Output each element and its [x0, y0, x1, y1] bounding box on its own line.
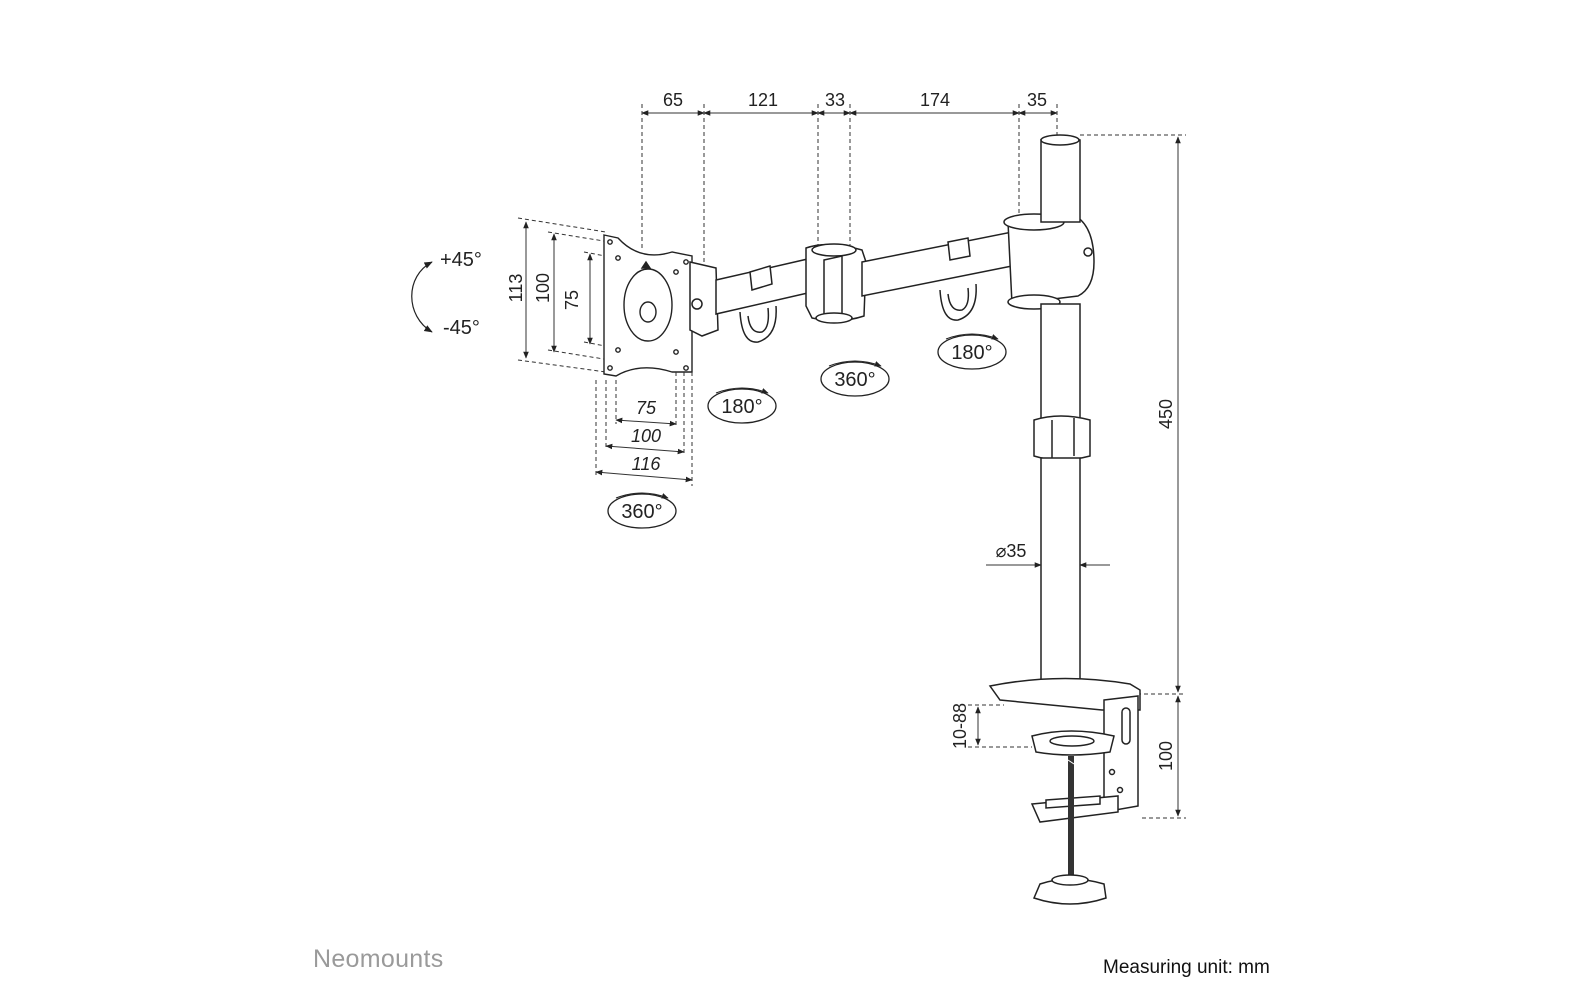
dim-10-88: 10-88: [950, 703, 970, 749]
rotation-badge-plate: 360°: [607, 492, 677, 529]
dim-121: 121: [748, 90, 778, 110]
dim-75-bottom: 75: [636, 398, 657, 418]
dim-75-side: 75: [562, 290, 582, 310]
svg-text:360°: 360°: [621, 501, 662, 523]
rotation-badge-joint-2: 360°: [820, 360, 890, 397]
tilt-arrow-icon: [411, 261, 433, 333]
svg-text:180°: 180°: [721, 396, 762, 418]
top-dimension-lines: [641, 104, 1058, 270]
dim-33: 33: [825, 90, 845, 110]
svg-text:180°: 180°: [951, 342, 992, 364]
clamp-dimension-lines: [968, 695, 1186, 819]
desk-clamp: [988, 677, 1141, 905]
tilt-down-label: -45°: [443, 317, 480, 339]
brand-logo: Neomounts: [313, 945, 444, 973]
tilt-up-label: +45°: [440, 249, 482, 271]
dim-100-bottom: 100: [631, 426, 661, 446]
arm-segments: [689, 213, 1095, 343]
dim-65: 65: [663, 90, 683, 110]
dim-174: 174: [920, 90, 950, 110]
dim-100-side: 100: [533, 273, 553, 303]
vesa-plate: [603, 234, 693, 377]
rotation-badge-joint-1: 180°: [707, 387, 777, 424]
pole-height-dimension: [1080, 134, 1186, 695]
measuring-unit-note: Measuring unit: mm: [1103, 957, 1270, 978]
vesa-side-dimension-lines: [517, 217, 617, 373]
dim-100-clamp: 100: [1156, 741, 1176, 771]
dim-113: 113: [506, 274, 526, 303]
dim-35: 35: [1027, 90, 1047, 110]
vesa-bottom-dimension-lines: [595, 372, 693, 486]
dim-450: 450: [1156, 399, 1176, 429]
rotation-badge-joint-3: 180°: [937, 333, 1007, 370]
pole: [1033, 134, 1091, 685]
svg-text:360°: 360°: [834, 369, 875, 391]
dim-116: 116: [632, 454, 662, 474]
dim-diameter-35: ⌀35: [996, 541, 1027, 561]
